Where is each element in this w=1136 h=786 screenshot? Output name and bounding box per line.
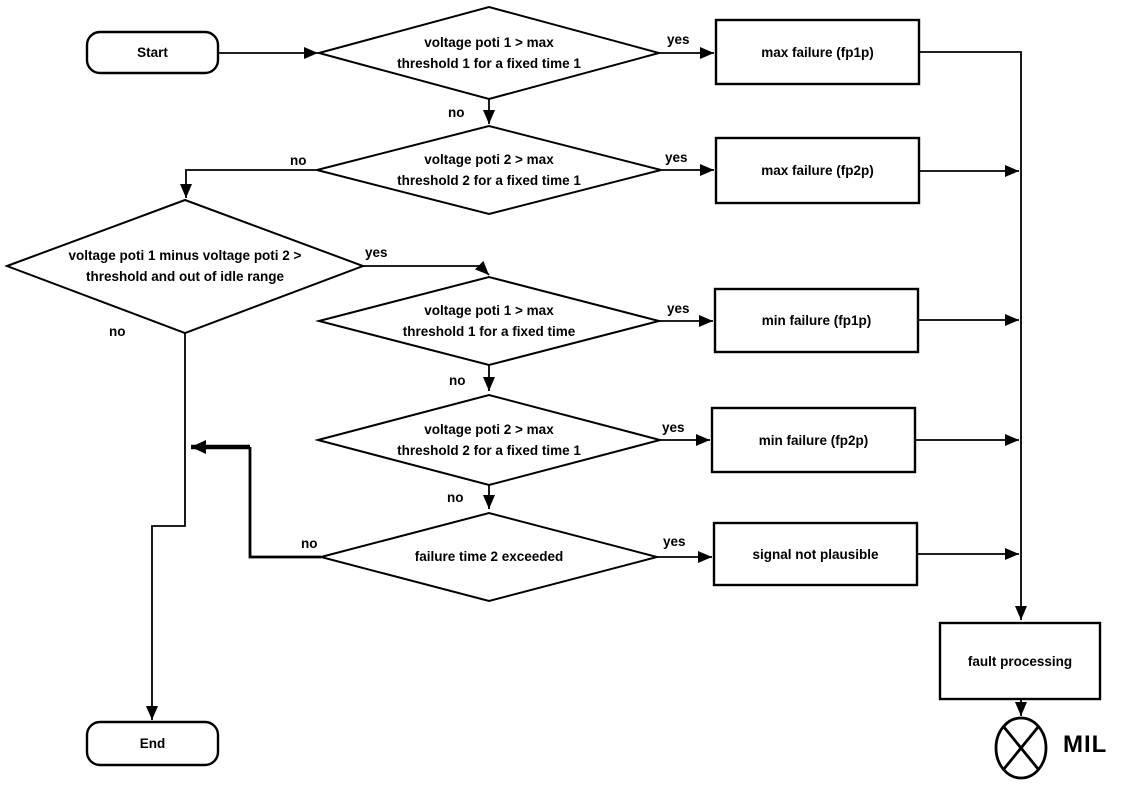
decision-5-shape [314, 393, 664, 487]
edge-label-yes-d5: yes [662, 420, 685, 435]
edge-label-no-d6: no [301, 536, 318, 551]
edge-label-no-d3: no [109, 324, 126, 339]
edge-d2-no-to-d3 [180, 169, 317, 198]
decision-4-label: voltage poti 1 > max threshold 1 for a f… [402, 303, 576, 339]
process-max-fp2p: max failure (fp2p) [761, 163, 874, 178]
start-node: Start [87, 32, 218, 73]
decision-6-label: failure time 2 exceeded [414, 549, 564, 564]
edge-label-no-d4: no [449, 373, 466, 388]
decision-2-shape [316, 124, 662, 216]
edge-d6-no-return [248, 447, 321, 559]
process-min-fp2p: min failure (fp2p) [758, 432, 869, 448]
decision-3-shape [4, 198, 366, 335]
edge-label-yes-d4: yes [667, 301, 690, 316]
edge-label-yes-d3: yes [365, 245, 388, 260]
decision-1-label: voltage poti 1 > max threshold 1 for a f… [397, 35, 581, 71]
edge-d3-no-to-end [146, 333, 186, 720]
mil-lamp-cross-icon [1002, 725, 1040, 771]
edge-max-fp1p-to-fault-processing [919, 51, 1027, 620]
edge-label-no-d5: no [447, 490, 464, 505]
process-min-fp1p-shape [713, 287, 920, 354]
process-max-fp1p-shape [714, 18, 921, 86]
decision-1-shape [315, 5, 663, 101]
end-terminator-shape [85, 720, 220, 767]
process-fault-processing-shape [938, 621, 1102, 701]
decision-6-shape [317, 511, 661, 603]
start-terminator-shape [85, 30, 220, 75]
edge-d3-yes-to-d4 [363, 260, 490, 276]
start-label: Start [137, 45, 168, 60]
process-not-plausible: signal not plausible [752, 546, 879, 562]
end-label: End [139, 736, 166, 751]
edge-label-yes-d6: yes [663, 534, 686, 549]
edge-label-no-d1: no [448, 105, 465, 120]
edge-label-no-d2: no [290, 153, 307, 168]
process-fault-processing: fault processing [967, 653, 1073, 669]
edge-label-yes-d1: yes [667, 32, 690, 47]
end-node: End [87, 722, 218, 765]
mil-label: MIL [1063, 731, 1108, 758]
process-min-fp1p: min failure (fp1p) [761, 313, 872, 328]
decision-3-label: voltage poti 1 minus voltage poti 2 > th… [68, 248, 302, 284]
process-not-plausible-shape [712, 521, 919, 587]
edge-label-yes-d2: yes [665, 150, 688, 165]
process-max-fp2p-shape [714, 136, 921, 205]
decision-5-label: voltage poti 2 > max threshold 2 for a f… [397, 422, 581, 458]
process-max-fp1p: max failure (fp1p) [761, 44, 874, 60]
decision-2-label: voltage poti 2 > max threshold 2 for a f… [397, 152, 581, 188]
decision-4-shape [315, 275, 663, 367]
process-min-fp2p-shape [710, 406, 917, 474]
